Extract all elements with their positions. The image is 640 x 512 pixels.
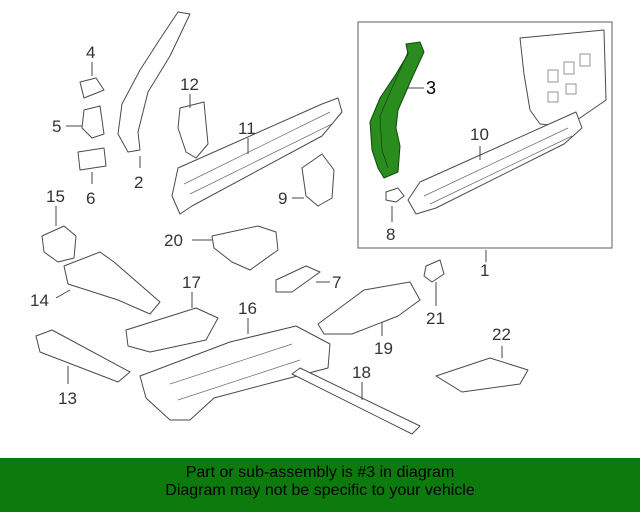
callout-10: 10 [470, 125, 489, 144]
callout-18: 18 [352, 363, 371, 382]
callout-1: 1 [480, 261, 489, 280]
part-13-crossmember[interactable] [35, 329, 131, 383]
part-15-bracket[interactable] [41, 225, 77, 263]
info-banner: Part or sub-assembly is #3 in diagram Di… [0, 458, 640, 512]
part-8-bracket[interactable] [385, 187, 405, 203]
parts-diagram: 1 2 3 4 5 6 7 8 9 10 11 12 13 14 15 16 1… [30, 11, 613, 435]
callout-15: 15 [46, 187, 65, 206]
callout-20: 20 [164, 231, 183, 250]
callout-3: 3 [426, 78, 436, 98]
callout-6: 6 [86, 189, 95, 208]
callout-21: 21 [426, 309, 445, 328]
callout-labels: 1 2 3 4 5 6 7 8 9 10 11 12 13 14 15 16 1… [30, 43, 511, 408]
callout-4: 4 [86, 43, 95, 62]
callout-9: 9 [278, 189, 287, 208]
part-14-frame-rail[interactable] [63, 251, 161, 315]
callout-11: 11 [238, 119, 256, 138]
callout-2: 2 [134, 173, 143, 192]
callout-7: 7 [332, 273, 341, 292]
banner-line-2: Diagram may not be specific to your vehi… [165, 482, 475, 499]
part-19-rear-floor[interactable] [317, 281, 421, 335]
part-9-bracket[interactable] [301, 153, 335, 207]
callout-12: 12 [180, 75, 199, 94]
part-18-sill[interactable] [291, 367, 421, 435]
part-6-plate[interactable] [77, 147, 107, 171]
part-21-bracket[interactable] [423, 259, 445, 283]
part-3-pillar[interactable] [369, 41, 425, 179]
part-12-panel[interactable] [177, 101, 209, 159]
part-2-a-pillar[interactable] [117, 11, 191, 153]
part-17-floor-pan[interactable] [125, 307, 219, 353]
callout-16: 16 [238, 299, 257, 318]
part-22-tray[interactable] [435, 357, 529, 393]
assembly-inset-box [357, 21, 613, 249]
callout-14: 14 [30, 291, 49, 310]
part-10-rocker-panel[interactable] [407, 29, 607, 215]
callout-17: 17 [182, 273, 201, 292]
part-16-floor-assembly[interactable] [139, 325, 331, 421]
part-7-bracket[interactable] [275, 265, 321, 293]
callout-8: 8 [386, 225, 395, 244]
part-5-bracket[interactable] [81, 105, 105, 139]
callout-19: 19 [374, 339, 393, 358]
part-4-bracket[interactable] [79, 77, 105, 99]
part-20-reinforcement[interactable] [211, 225, 279, 271]
banner-line-1: Part or sub-assembly is #3 in diagram [185, 464, 455, 481]
leader-lines [55, 62, 503, 400]
callout-13: 13 [58, 389, 77, 408]
callout-5: 5 [52, 117, 61, 136]
callout-22: 22 [492, 325, 511, 344]
